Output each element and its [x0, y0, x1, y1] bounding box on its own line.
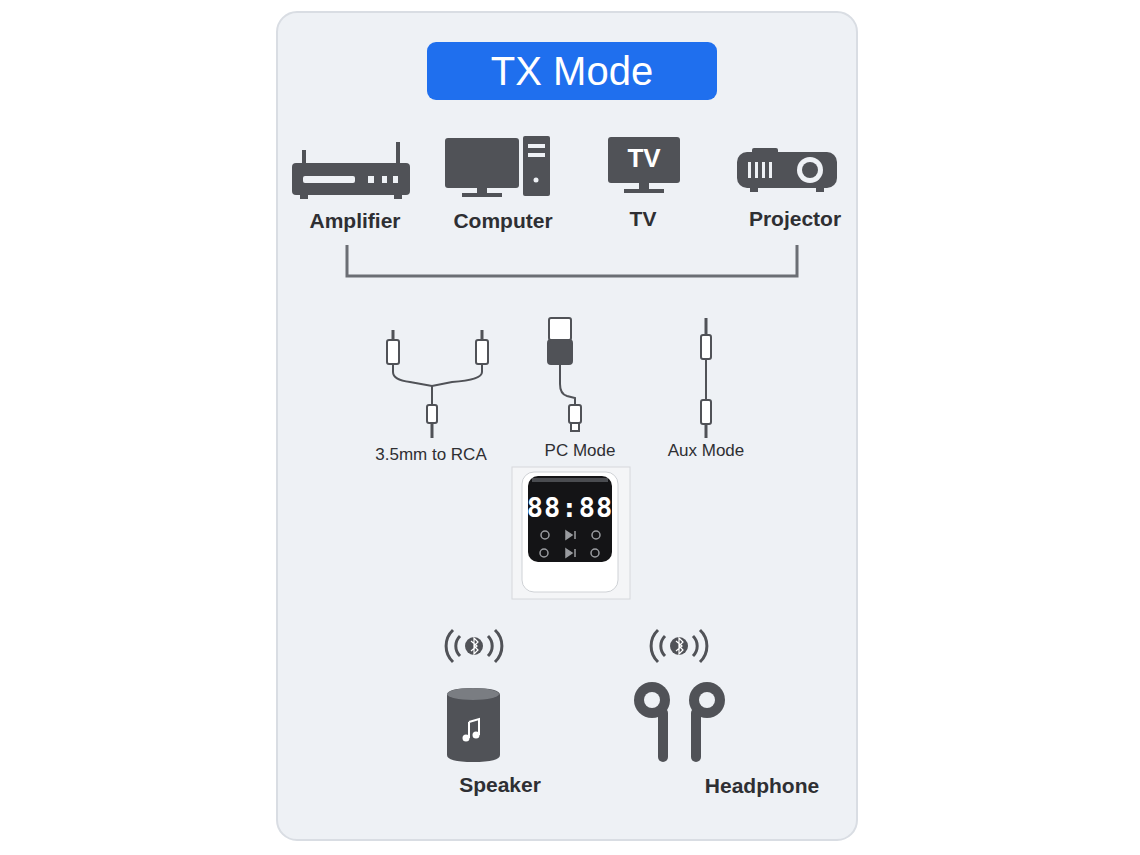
display-digits: 88:88 — [527, 492, 613, 523]
tv-icon — [608, 137, 680, 193]
rca-cable — [387, 330, 488, 438]
device-label: Amplifier — [309, 209, 400, 233]
title-pill: TX Mode — [427, 42, 717, 100]
device-label: TV — [630, 207, 657, 231]
aux-cable — [701, 318, 711, 438]
output-label: Speaker — [459, 773, 541, 797]
projector-icon — [737, 148, 837, 192]
bracket — [347, 245, 797, 276]
screen-text: TV — [627, 144, 660, 174]
transmitter-device — [512, 467, 630, 599]
card — [277, 12, 857, 840]
usb-cable — [548, 318, 581, 431]
device-label: Projector — [749, 207, 841, 231]
device-label: Computer — [453, 209, 552, 233]
cable-label: 3.5mm to RCA — [375, 445, 486, 465]
amplifier-icon — [292, 142, 410, 199]
cable-label: PC Mode — [545, 441, 616, 461]
computer-icon — [445, 136, 550, 197]
output-label: Headphone — [705, 774, 819, 798]
bluetooth-signal — [446, 630, 707, 662]
cable-label: Aux Mode — [668, 441, 745, 461]
speaker-icon — [447, 688, 500, 762]
headphone-icon — [634, 682, 725, 762]
